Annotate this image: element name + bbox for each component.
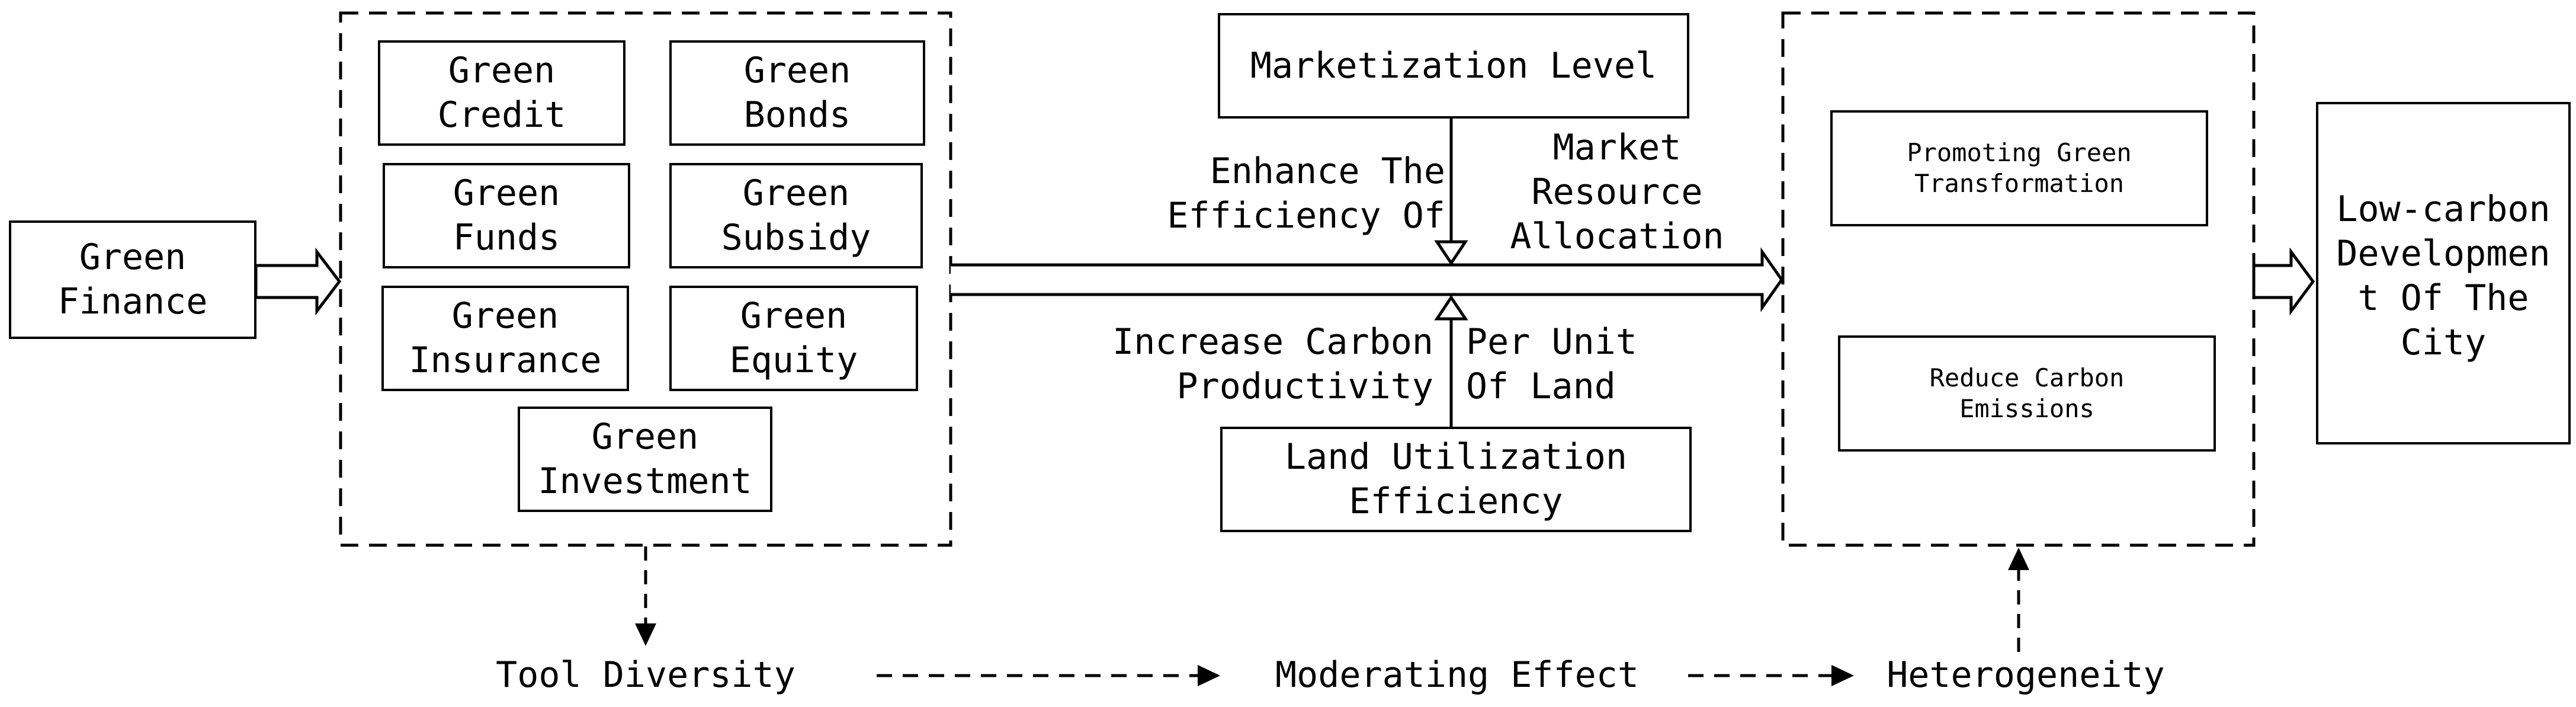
green-bonds-box: Green Bonds — [669, 40, 925, 146]
effects-group-arrow-head — [2008, 548, 2029, 570]
marketization-arrow-head — [1434, 240, 1468, 266]
land-arrow-head — [1434, 295, 1468, 321]
green-equity-box: Green Equity — [669, 286, 918, 391]
increase-carbon-productivity-label: Increase Carbon Productivity — [1112, 321, 1433, 407]
heterogeneity-label: Heterogeneity — [1887, 654, 2165, 696]
tool-diversity-arrow-head — [635, 623, 656, 646]
land-utilization-efficiency-box: Land Utilization Efficiency — [1220, 427, 1692, 532]
green-subsidy-box: Green Subsidy — [669, 163, 923, 268]
enhance-efficiency-label: Enhance The Efficiency Of — [1167, 151, 1445, 236]
green-funds-box: Green Funds — [383, 163, 630, 268]
hollow-arrow-outcome — [2252, 247, 2315, 316]
market-resource-allocation-label: Market Resource Allocation — [1510, 127, 1724, 257]
green-finance-box: Green Finance — [9, 220, 256, 339]
green-credit-box: Green Credit — [378, 40, 625, 146]
tool-diversity-label: Tool Diversity — [496, 654, 795, 696]
heterogeneity-arrow-head — [1831, 665, 1854, 686]
promoting-green-transformation-box: Promoting Green Transformation — [1830, 110, 2208, 226]
low-carbon-development-box: Low-carbon Developmen t Of The City — [2316, 102, 2571, 444]
main-double-arrow — [951, 247, 1784, 312]
hollow-arrow-finance — [254, 247, 342, 316]
moderating-effect-label: Moderating Effect — [1275, 654, 1640, 696]
effects-group — [1781, 11, 2256, 547]
per-unit-of-land-label: Per Unit Of Land — [1466, 321, 1637, 407]
green-investment-box: Green Investment — [518, 407, 772, 512]
marketization-level-box: Marketization Level — [1218, 13, 1689, 119]
reduce-carbon-emissions-box: Reduce Carbon Emissions — [1838, 335, 2216, 452]
green-insurance-box: Green Insurance — [381, 286, 629, 391]
moderating-arrow-head — [1198, 665, 1220, 686]
